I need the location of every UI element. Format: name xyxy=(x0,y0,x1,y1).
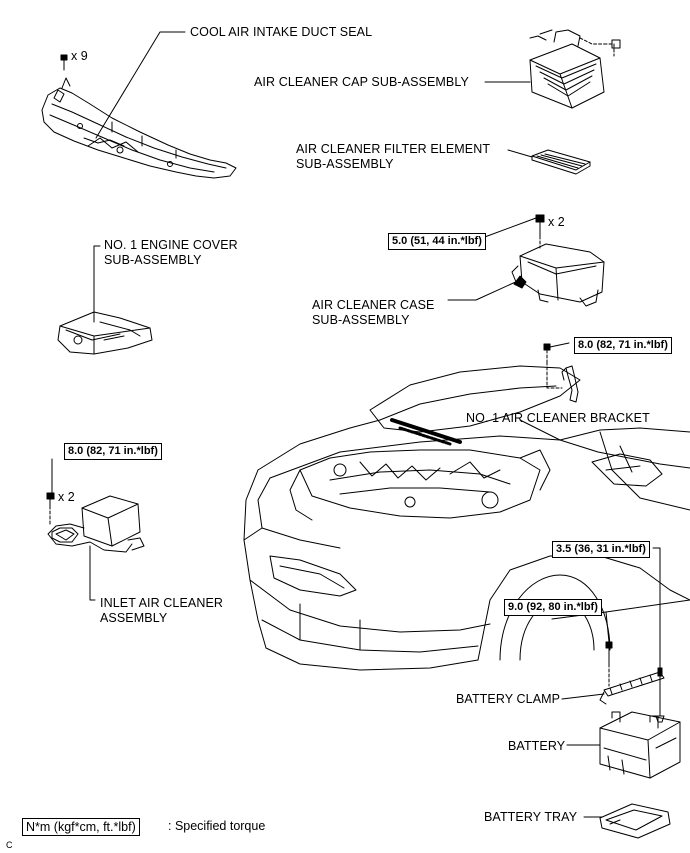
battery-clamp-part xyxy=(599,559,665,723)
legend-torque-units: N*m (kgf*cm, ft.*lbf) xyxy=(22,818,140,836)
label-battery-tray: BATTERY TRAY xyxy=(484,810,578,824)
qty-clips: x 9 xyxy=(71,49,88,63)
cool-air-intake-duct-seal-part xyxy=(41,77,237,179)
legend-specified-torque: : Specified torque xyxy=(168,819,266,833)
inlet-bolt-icon xyxy=(46,492,55,527)
inlet-air-cleaner-part xyxy=(47,495,145,553)
label-cool-air-intake-duct-seal: COOL AIR INTAKE DUCT SEAL xyxy=(190,25,373,39)
label-bracket: NO. 1 AIR CLEANER BRACKET xyxy=(466,411,650,425)
clip-icon xyxy=(60,54,68,71)
label-case-line1: AIR CLEANER CASE xyxy=(312,298,435,312)
label-engine-cover-line1: NO. 1 ENGINE COVER xyxy=(104,238,238,252)
label-battery: BATTERY xyxy=(508,739,566,753)
air-cleaner-bracket-part xyxy=(543,343,579,403)
label-filter-element-line2: SUB-ASSEMBLY xyxy=(296,157,394,171)
leader-lines xyxy=(51,31,690,818)
case-bolt-icon xyxy=(535,214,545,249)
label-air-cleaner-cap: AIR CLEANER CAP SUB-ASSEMBLY xyxy=(254,75,469,89)
air-cleaner-case-part xyxy=(511,243,605,307)
air-cleaner-filter-part xyxy=(531,149,591,175)
torque-inlet: 8.0 (82, 71 in.*lbf) xyxy=(64,443,162,460)
torque-clamp-upper: 3.5 (36, 31 in.*lbf) xyxy=(552,541,650,558)
figure-code: C xyxy=(6,840,13,850)
label-inlet-line2: ASSEMBLY xyxy=(100,611,168,625)
torque-case: 5.0 (51, 44 in.*lbf) xyxy=(388,233,486,250)
vehicle-front-illustration xyxy=(243,365,690,671)
label-engine-cover-line2: SUB-ASSEMBLY xyxy=(104,253,202,267)
battery-part xyxy=(599,711,681,779)
label-battery-clamp: BATTERY CLAMP xyxy=(456,692,561,706)
engine-cover-part xyxy=(57,311,153,355)
torque-bracket: 8.0 (82, 71 in.*lbf) xyxy=(574,337,672,354)
qty-inlet-bolts: x 2 xyxy=(58,490,75,504)
label-filter-element-line1: AIR CLEANER FILTER ELEMENT xyxy=(296,142,491,156)
torque-clamp-lower: 9.0 (92, 80 in.*lbf) xyxy=(504,599,602,616)
label-inlet-line1: INLET AIR CLEANER xyxy=(100,596,224,610)
clamp-bolt-icon xyxy=(605,641,613,687)
air-cleaner-cap-part xyxy=(529,29,621,109)
qty-case-bolts: x 2 xyxy=(548,215,565,229)
battery-tray-part xyxy=(599,803,671,839)
label-case-line2: SUB-ASSEMBLY xyxy=(312,313,410,327)
